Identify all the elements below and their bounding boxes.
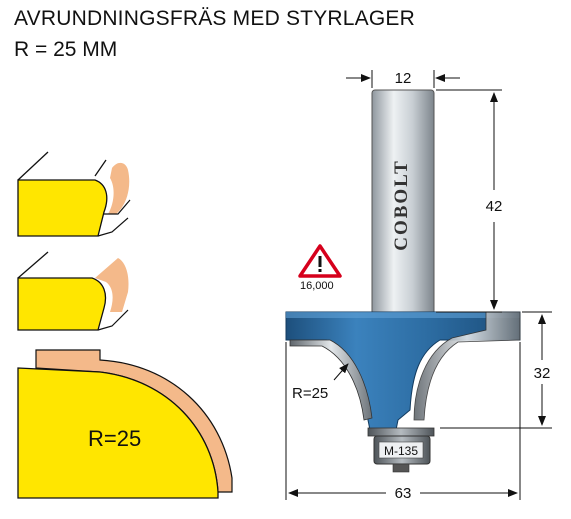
dimension-radius: R=25 xyxy=(292,363,349,402)
shank-brand: COBOLT xyxy=(391,159,412,251)
edge-highlight xyxy=(108,162,130,214)
dimension-shank-length: 42 xyxy=(436,89,503,313)
bearing-screw xyxy=(392,463,410,473)
dimension-overall-diameter: 63 xyxy=(285,342,521,502)
workpiece-shape xyxy=(17,179,108,237)
radius-label: R=25 xyxy=(292,385,328,402)
workpiece-shape xyxy=(17,277,107,331)
router-bit: COBOLT M-135 xyxy=(285,89,521,473)
carbide-blade-left xyxy=(289,339,373,421)
dimension-shank-diameter: 12 xyxy=(346,70,460,88)
page-title: AVRUNDNINGSFRÄS MED STYRLAGER xyxy=(14,7,415,30)
carbide-blade-right xyxy=(413,311,521,421)
cutting-height-label: 32 xyxy=(534,365,551,382)
warning-sign: 16,000 xyxy=(298,244,342,292)
profile-radius-label: R=25 xyxy=(88,426,141,451)
page-subtitle: R = 25 MM xyxy=(14,38,118,61)
profile-small-top xyxy=(17,151,131,237)
bearing-label: M-135 xyxy=(384,444,418,458)
cutter-body xyxy=(285,311,521,431)
edge-highlight xyxy=(95,258,129,312)
rpm-label: 16,000 xyxy=(300,280,334,292)
shank-length-label: 42 xyxy=(486,198,503,215)
dimension-cutting-height: 32 xyxy=(440,311,552,429)
shank-diameter-label: 12 xyxy=(395,70,412,87)
overall-diameter-label: 63 xyxy=(395,485,412,502)
profile-large: R=25 xyxy=(17,349,233,499)
workpiece-shape xyxy=(17,367,219,499)
bearing-washer xyxy=(367,427,435,437)
profile-small-middle xyxy=(17,251,129,331)
